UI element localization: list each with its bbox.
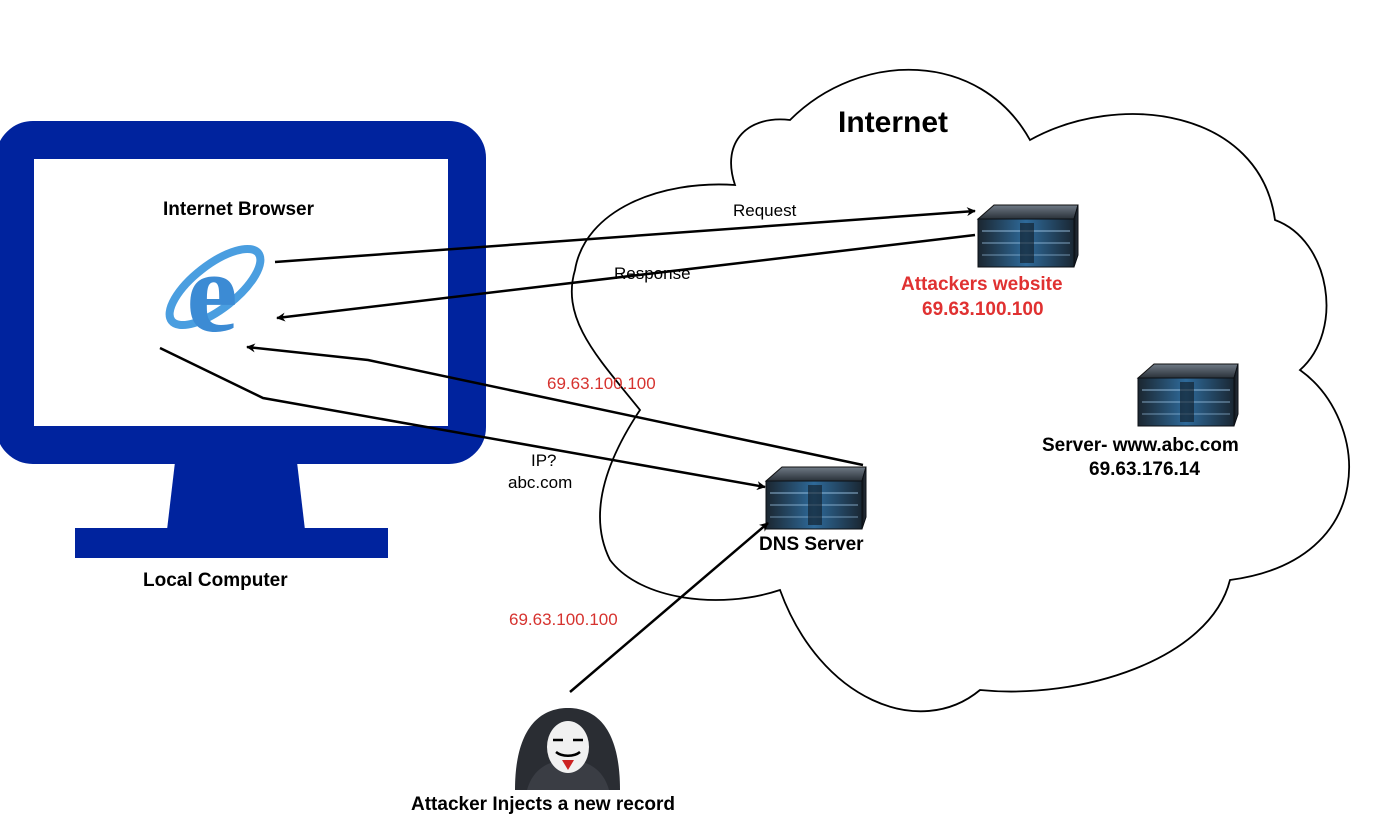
dns-query-arrow bbox=[159, 346, 766, 491]
attackers-website-server-icon bbox=[977, 204, 1079, 268]
dns-reply-label: 69.63.100.100 bbox=[547, 374, 656, 393]
attacker-label: Attacker Injects a new record bbox=[411, 794, 675, 815]
inject-record-arrow bbox=[569, 522, 769, 693]
internet-explorer-icon: e bbox=[165, 229, 265, 357]
attackers-website-name: Attackers website bbox=[901, 274, 1063, 295]
internet-title: Internet bbox=[838, 106, 949, 139]
inject-record-label: 69.63.100.100 bbox=[509, 610, 618, 629]
internet-cloud bbox=[570, 69, 1350, 713]
dns-reply-arrow bbox=[246, 343, 864, 467]
local-computer-label: Local Computer bbox=[143, 570, 288, 591]
internet-browser-label: Internet Browser bbox=[163, 199, 314, 220]
svg-text:e: e bbox=[186, 229, 238, 357]
dns-server-label: DNS Server bbox=[759, 534, 864, 555]
legit-server-icon bbox=[1137, 363, 1239, 427]
hacker-mask-icon bbox=[515, 708, 620, 790]
dns-query-label-line1: IP? bbox=[531, 451, 557, 470]
legit-server-name: Server- www.abc.com bbox=[1042, 435, 1239, 456]
request-arrow bbox=[274, 207, 976, 264]
request-label: Request bbox=[733, 201, 797, 220]
dns-server-icon bbox=[765, 466, 867, 530]
attackers-website-ip: 69.63.100.100 bbox=[922, 299, 1044, 320]
response-arrow bbox=[276, 233, 976, 322]
response-label: Response bbox=[614, 264, 691, 283]
dns-query-label-line2: abc.com bbox=[508, 473, 573, 492]
legit-server-ip: 69.63.176.14 bbox=[1089, 459, 1200, 480]
